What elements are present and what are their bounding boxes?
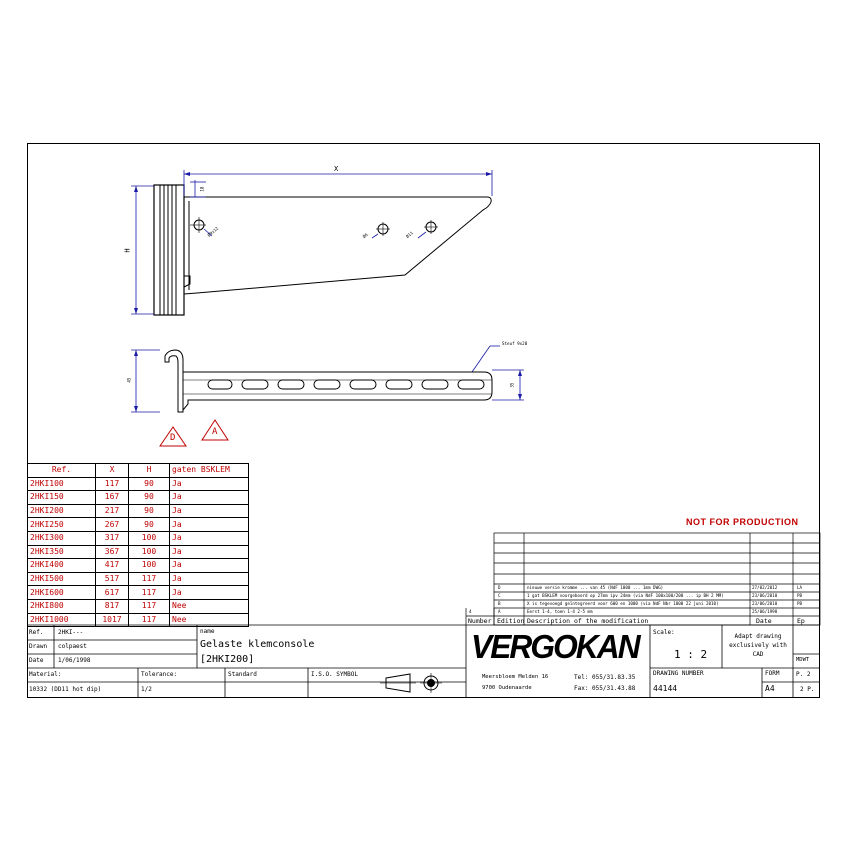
company-tel: Tel: 055/31.83.35	[574, 674, 636, 681]
revision-ep: PB	[797, 601, 803, 606]
iso-projection-symbol	[380, 673, 442, 693]
date-value: 1/06/1998	[58, 657, 91, 664]
rail-profile	[182, 371, 493, 411]
material-label: Material:	[29, 671, 62, 678]
view-marker-a	[201, 419, 229, 441]
drawing-code: [2HKI200]	[200, 654, 255, 665]
scale-value: 1 : 2	[674, 648, 708, 661]
name-label: name	[200, 628, 215, 635]
reference-table-header: Ref. X H gaten BSKLEM	[27, 463, 249, 478]
vergokan-logo: VERGOKAN	[471, 628, 641, 665]
page-indicator-2: 2 P.	[800, 686, 815, 693]
revision-counter: 4	[469, 609, 472, 614]
revision-date: 25/06/1998	[752, 609, 778, 614]
header-date: Date	[756, 617, 772, 625]
view-a-label: A	[212, 427, 218, 437]
header-description: Description of the modification	[527, 617, 649, 625]
revision-date: 23/06/2010	[752, 593, 778, 598]
company-address-1: Meersbloem Melden 16	[482, 674, 549, 680]
ref-label: Ref.	[29, 629, 44, 636]
drawing-sheet-frame	[27, 143, 820, 698]
note-steuf: Steuf 9x20	[502, 341, 528, 346]
material-value: 10332 (DD11 hot dip)	[29, 686, 102, 693]
view-d-label: D	[170, 433, 176, 443]
header-number: Number	[468, 617, 492, 625]
ref-value: 2HKI---	[58, 629, 84, 636]
col-x: X	[95, 463, 129, 478]
cad-note: Adapt drawing exclusively with CAD	[729, 633, 787, 658]
revision-desc: nieuwe versie kromme ... van 45 (NdF 100…	[527, 585, 664, 590]
dim-18-label: 18	[199, 186, 205, 192]
drawn-label: Drawn	[29, 643, 48, 650]
header-ep: Ep	[797, 617, 805, 625]
revision-desc: Eerst 1-4, toen 1-4 2-5 mm	[527, 609, 593, 614]
revision-desc: X is tegevoegd geïntegreerd voor 600 en …	[527, 601, 719, 606]
revision-num: D	[498, 585, 501, 590]
revision-ep: LA	[797, 585, 803, 590]
col-ref: Ref.	[27, 463, 96, 478]
back-plate	[153, 184, 185, 316]
col-gaten: gaten BSKLEM	[169, 463, 249, 478]
drawn-value: colpaest	[58, 643, 87, 650]
header-edition: Edition	[497, 617, 525, 625]
revision-date: 23/06/2010	[752, 601, 778, 606]
drawing-title: Gelaste klemconsole	[200, 639, 315, 650]
revision-num: C	[498, 593, 501, 598]
iso-symbol-label: I.S.O. SYMBOL	[311, 671, 358, 678]
dim-45-label: 45	[126, 377, 132, 383]
revision-num: B	[498, 601, 501, 606]
not-for-production-stamp: NOT FOR PRODUCTION	[686, 517, 799, 527]
standard-label: Standard	[228, 671, 257, 678]
company-address-2: 9700 Oudenaarde	[482, 685, 532, 691]
tolerance-value: 1/2	[141, 686, 152, 693]
revision-ep: PB	[797, 593, 803, 598]
date-label: Date	[29, 657, 44, 664]
revision-date: 27/02/2012	[752, 585, 778, 590]
dim-x-label: X	[334, 165, 339, 173]
tolerance-label: Tolerance:	[141, 671, 178, 678]
view-marker-d	[159, 426, 187, 447]
mdwt-label: MDWT	[796, 657, 810, 663]
revision-desc: 1 gat BSKLEM voorgeboord op 27mm ipv 24m…	[527, 593, 724, 598]
hook-profile	[164, 349, 184, 413]
dim-h-label: H	[123, 248, 132, 253]
drawing-number-value: 44144	[653, 684, 678, 693]
drawing-number-label: DRAWING NUMBER	[653, 670, 704, 677]
scale-label: Scale:	[653, 629, 675, 636]
format-label: FORM	[765, 670, 780, 677]
bracket-arm	[183, 196, 492, 295]
dim-35-label: 35	[509, 382, 515, 388]
revision-num: A	[498, 609, 501, 614]
page-indicator-1: P. 2	[796, 671, 811, 678]
company-fax: Fax: 055/31.43.88	[574, 685, 636, 692]
col-h: H	[128, 463, 170, 478]
format-value: A4	[765, 684, 775, 693]
